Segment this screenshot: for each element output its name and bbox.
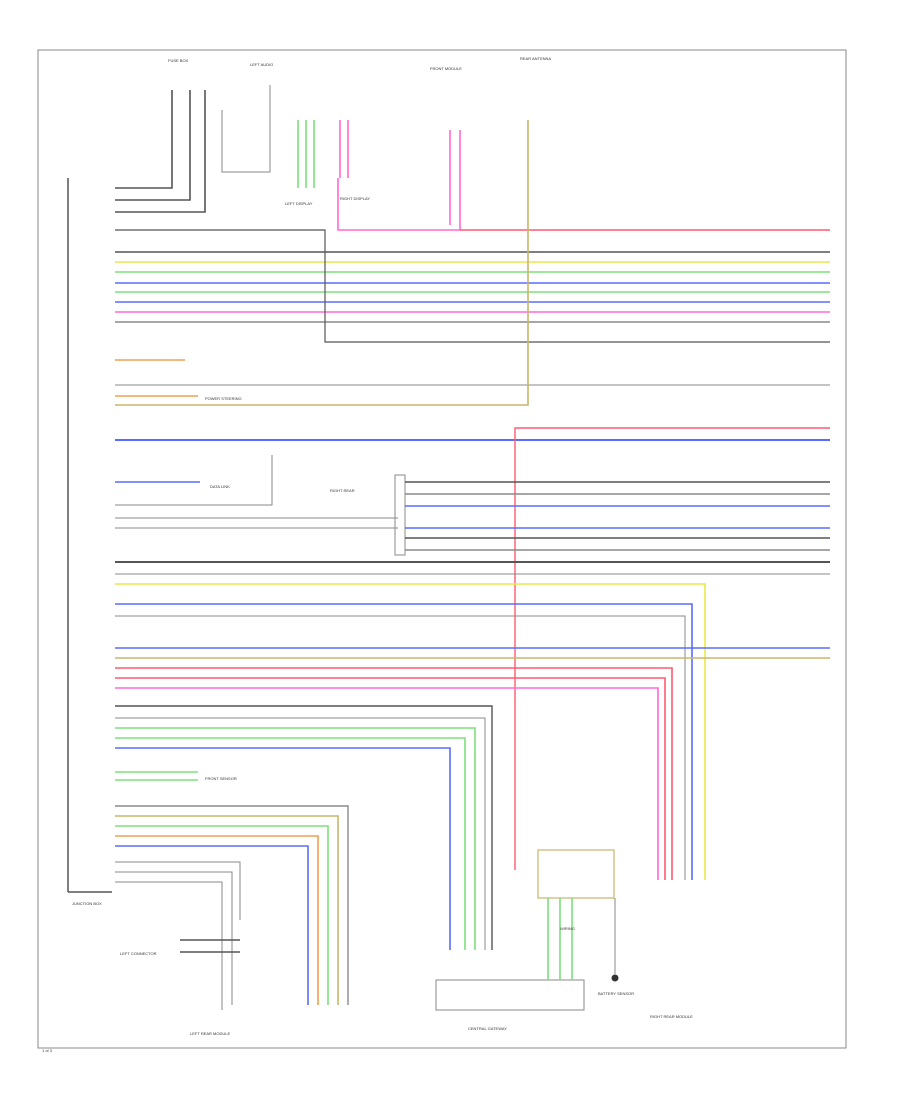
battery-sensor-box (537, 849, 615, 899)
label-left-rear-module: LEFT REAR MODULE (190, 1031, 230, 1036)
label-rear-antenna: REAR ANTENNA (520, 56, 551, 61)
label-wiring: WIRING (560, 926, 575, 931)
wire-61 (115, 871, 233, 1005)
right-rear-box (394, 474, 406, 556)
wire-27 (514, 427, 830, 870)
label-central-gateway: CENTRAL GATEWAY (468, 1026, 507, 1031)
label-power-steering: POWER STEERING (205, 396, 242, 401)
wire-46 (115, 677, 666, 880)
wire-group (115, 85, 830, 1010)
label-right-rear-module: RIGHT REAR MODULE (650, 1014, 693, 1019)
label-left-display: LEFT DISPLAY (285, 201, 313, 206)
wire-0 (115, 90, 173, 189)
central-gateway-box (435, 979, 585, 1011)
wire-56 (115, 815, 339, 1005)
label-left-audio: LEFT AUDIO (250, 62, 273, 67)
label-right-rear: RIGHT REAR (330, 488, 355, 493)
label-front-sensor: FRONT SENSOR (205, 776, 237, 781)
label-battery-sensor: BATTERY SENSOR (598, 991, 634, 996)
wire-29 (115, 455, 273, 506)
wire-57 (115, 825, 329, 1005)
wire-55 (115, 805, 349, 1005)
wire-1 (115, 90, 191, 201)
label-front-module: FRONT MODULE (430, 66, 462, 71)
wire-2 (115, 90, 206, 213)
wire-59 (115, 845, 309, 1005)
wire-49 (115, 717, 486, 950)
wire-58 (115, 835, 319, 1005)
wire-41 (115, 603, 693, 880)
page-number: 1 of 3 (42, 1048, 53, 1053)
wire-3 (221, 85, 271, 173)
wire-42 (115, 615, 686, 880)
wire-48 (115, 705, 493, 950)
label-fuse-box: FUSE BOX (168, 58, 189, 63)
wire-23 (115, 120, 529, 406)
diagram-frame (37, 49, 847, 1049)
wire-20 (337, 130, 461, 231)
wire-45 (115, 667, 673, 880)
label-right-display: RIGHT DISPLAY (340, 196, 370, 201)
sensor-ground (611, 974, 619, 982)
label-left-connector: LEFT CONNECTOR (120, 951, 157, 956)
label-data-link: DATA LINK (210, 484, 230, 489)
wire-51 (115, 737, 466, 950)
wire-47 (115, 687, 659, 880)
label-junction-box: JUNCTION BOX (72, 901, 102, 906)
wire-13 (320, 229, 830, 343)
wire-50 (115, 727, 476, 950)
wire-62 (115, 881, 223, 1010)
wire-40 (115, 583, 706, 880)
wire-52 (115, 747, 451, 950)
wire-60 (115, 861, 241, 920)
